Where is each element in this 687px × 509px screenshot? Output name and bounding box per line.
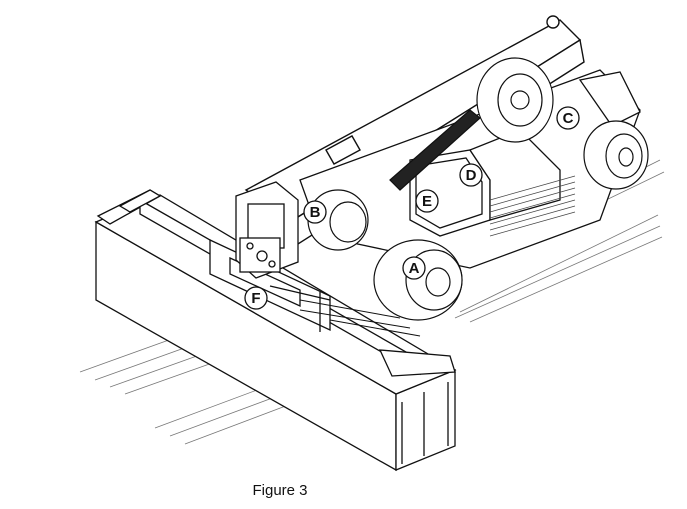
callout-d-label: D [466, 167, 477, 184]
side-grating [489, 175, 576, 237]
boom-head [235, 181, 299, 279]
upper-wheel [476, 57, 554, 143]
figure-caption: Figure 3 [252, 482, 308, 499]
callout-a-label: A [409, 260, 420, 277]
front-wheel-left [373, 239, 463, 321]
callout-c-label: C [563, 110, 574, 127]
callout-f-label: F [251, 290, 260, 307]
callout-b-label: B [310, 204, 321, 221]
callout-d: D [459, 163, 483, 187]
callout-a: A [402, 256, 426, 280]
callout-c: C [556, 106, 580, 130]
callout-f: F [244, 286, 268, 310]
callout-e-label: E [422, 193, 432, 210]
rear-wheel [583, 120, 649, 190]
chassis-rails [299, 299, 421, 337]
callout-e: E [415, 189, 439, 213]
callout-b: B [303, 200, 327, 224]
